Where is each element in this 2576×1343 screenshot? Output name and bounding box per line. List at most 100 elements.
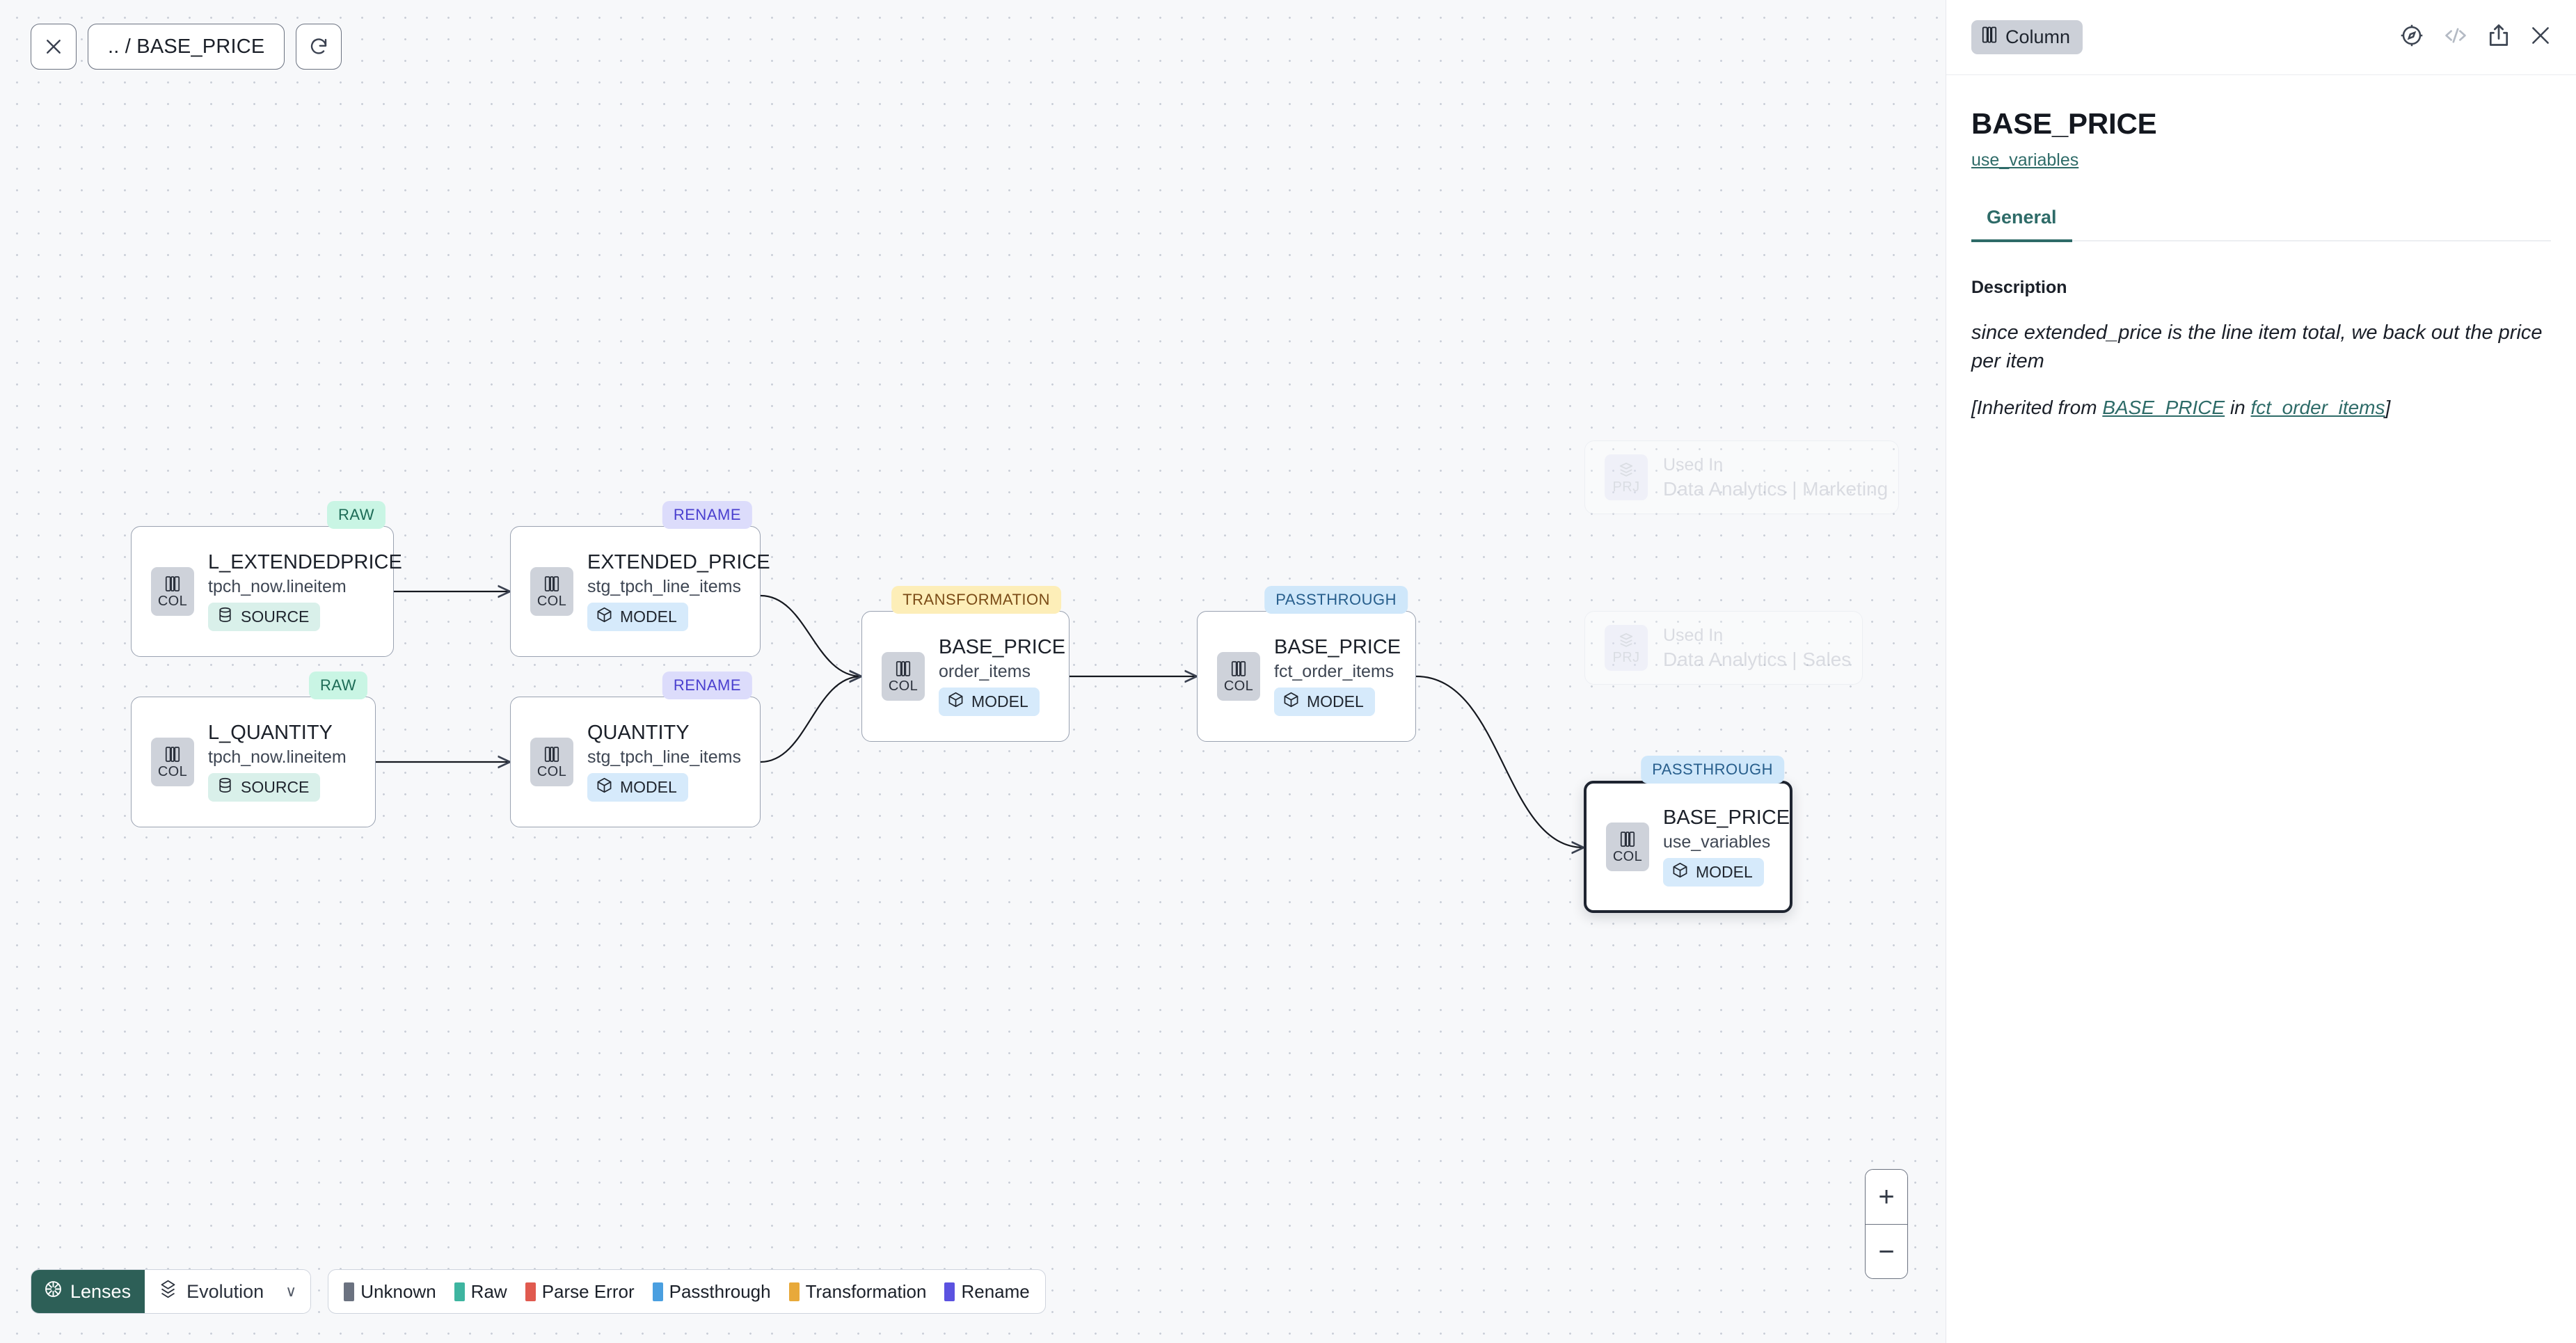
cube-icon — [1282, 691, 1300, 713]
close-panel-icon[interactable] — [2529, 24, 2552, 51]
code-icon[interactable] — [2442, 24, 2469, 51]
cube-icon — [1671, 861, 1689, 883]
inherited-column-link[interactable]: BASE_PRICE — [2102, 397, 2225, 419]
node-title: BASE_PRICE — [1663, 806, 1790, 829]
description-section: Description since extended_price is the … — [1946, 241, 2576, 422]
details-panel-actions — [2399, 23, 2552, 51]
legend-label: Unknown — [360, 1280, 436, 1302]
aperture-icon — [44, 1280, 63, 1303]
zoom-controls[interactable]: + − — [1865, 1169, 1908, 1279]
legend-swatch — [944, 1282, 955, 1301]
node-tag-transformation: TRANSFORMATION — [891, 586, 1061, 614]
legend-label: Parse Error — [541, 1280, 635, 1302]
column-icon: COL — [882, 652, 925, 701]
node-icon-label: COL — [1223, 678, 1254, 694]
lenses-button[interactable]: Lenses — [31, 1270, 145, 1313]
node-icon-label: COL — [157, 594, 188, 609]
edge-quantity-orderitems — [760, 676, 861, 763]
zoom-in-button[interactable]: + — [1866, 1170, 1907, 1224]
ghost-used-in-label: Used In — [1663, 625, 1724, 645]
legend-item-rename: Rename — [944, 1281, 1030, 1303]
compass-icon[interactable] — [2399, 23, 2424, 51]
description-text: since extended_price is the line item to… — [1971, 321, 2543, 373]
node-chip-model: MODEL — [1663, 858, 1764, 887]
legend-item-parse-error: Parse Error — [525, 1281, 635, 1303]
layers-icon — [159, 1279, 177, 1305]
node-title: L_QUANTITY — [208, 721, 333, 744]
column-icon: COL — [151, 738, 194, 786]
legend-item-raw: Raw — [454, 1281, 507, 1303]
evolution-dropdown[interactable]: Evolution ∨ — [145, 1270, 311, 1313]
node-tag-rename: RENAME — [662, 672, 752, 699]
close-lineage-button[interactable] — [31, 24, 77, 70]
database-icon — [216, 777, 234, 798]
kind-badge-label: Column — [2005, 26, 2071, 47]
node-subtitle: tpch_now.lineitem — [208, 577, 347, 597]
column-icon — [1981, 26, 1998, 49]
description-label: Description — [1971, 278, 2067, 297]
parent-model-link[interactable]: use_variables — [1971, 150, 2079, 170]
evolution-label: Evolution — [186, 1280, 264, 1302]
inherited-suffix: ] — [2385, 397, 2391, 419]
status-legend: Unknown Raw Parse Error Passthrough Transfor… — [328, 1269, 1046, 1314]
node-subtitle: fct_order_items — [1274, 662, 1394, 682]
panel-tabs: General — [1971, 207, 2551, 242]
lenses-label: Lenses — [70, 1280, 132, 1302]
chevron-down-icon: ∨ — [285, 1282, 297, 1300]
node-title: BASE_PRICE — [1274, 635, 1401, 658]
node-tag-raw: RAW — [308, 672, 367, 699]
column-icon: COL — [1217, 652, 1260, 701]
node-tag-rename: RENAME — [662, 501, 752, 529]
node-chip-source: SOURCE — [208, 773, 321, 802]
refresh-button[interactable] — [296, 24, 342, 70]
node-title: BASE_PRICE — [939, 635, 1066, 658]
ghost-icon-label: PRJ — [1612, 479, 1640, 495]
legend-swatch — [525, 1282, 536, 1301]
legend-item-passthrough: Passthrough — [652, 1281, 771, 1303]
legend-label: Transformation — [805, 1280, 927, 1302]
legend-swatch — [454, 1282, 465, 1301]
node-chip-model: MODEL — [587, 773, 688, 802]
node-subtitle: stg_tpch_line_items — [587, 747, 741, 768]
node-chip-source: SOURCE — [208, 603, 321, 632]
kind-badge: Column — [1971, 20, 2083, 54]
node-title: QUANTITY — [587, 721, 690, 744]
legend-swatch — [788, 1282, 800, 1301]
lineage-canvas[interactable]: .. / BASE_PRICE — [0, 0, 1946, 1343]
breadcrumb-button[interactable]: .. / BASE_PRICE — [88, 24, 285, 70]
node-tag-passthrough: PASSTHROUGH — [1641, 756, 1784, 784]
legend-item-transformation: Transformation — [788, 1280, 927, 1303]
share-icon[interactable] — [2487, 23, 2511, 51]
canvas-bottom-toolbar: Lenses Evolution ∨ Unknown Raw Parse Error… — [31, 1269, 1046, 1314]
node-tag-raw: RAW — [326, 501, 385, 529]
inherited-model-link[interactable]: fct_order_items — [2250, 397, 2385, 419]
cube-icon — [596, 606, 613, 628]
node-chip-model: MODEL — [1274, 688, 1375, 717]
lens-group: Lenses Evolution ∨ — [31, 1269, 312, 1314]
ghost-project-name: Data Analytics | Marketing — [1663, 477, 1889, 500]
canvas-top-toolbar: .. / BASE_PRICE — [31, 24, 342, 70]
zoom-out-button[interactable]: − — [1866, 1224, 1907, 1278]
node-icon-label: COL — [888, 678, 919, 694]
inherited-prefix: [Inherited from — [1971, 397, 2103, 419]
details-panel-header: Column — [1946, 0, 2576, 75]
tab-general[interactable]: General — [1971, 207, 2072, 242]
column-icon: COL — [530, 567, 573, 616]
legend-label: Raw — [470, 1280, 507, 1302]
